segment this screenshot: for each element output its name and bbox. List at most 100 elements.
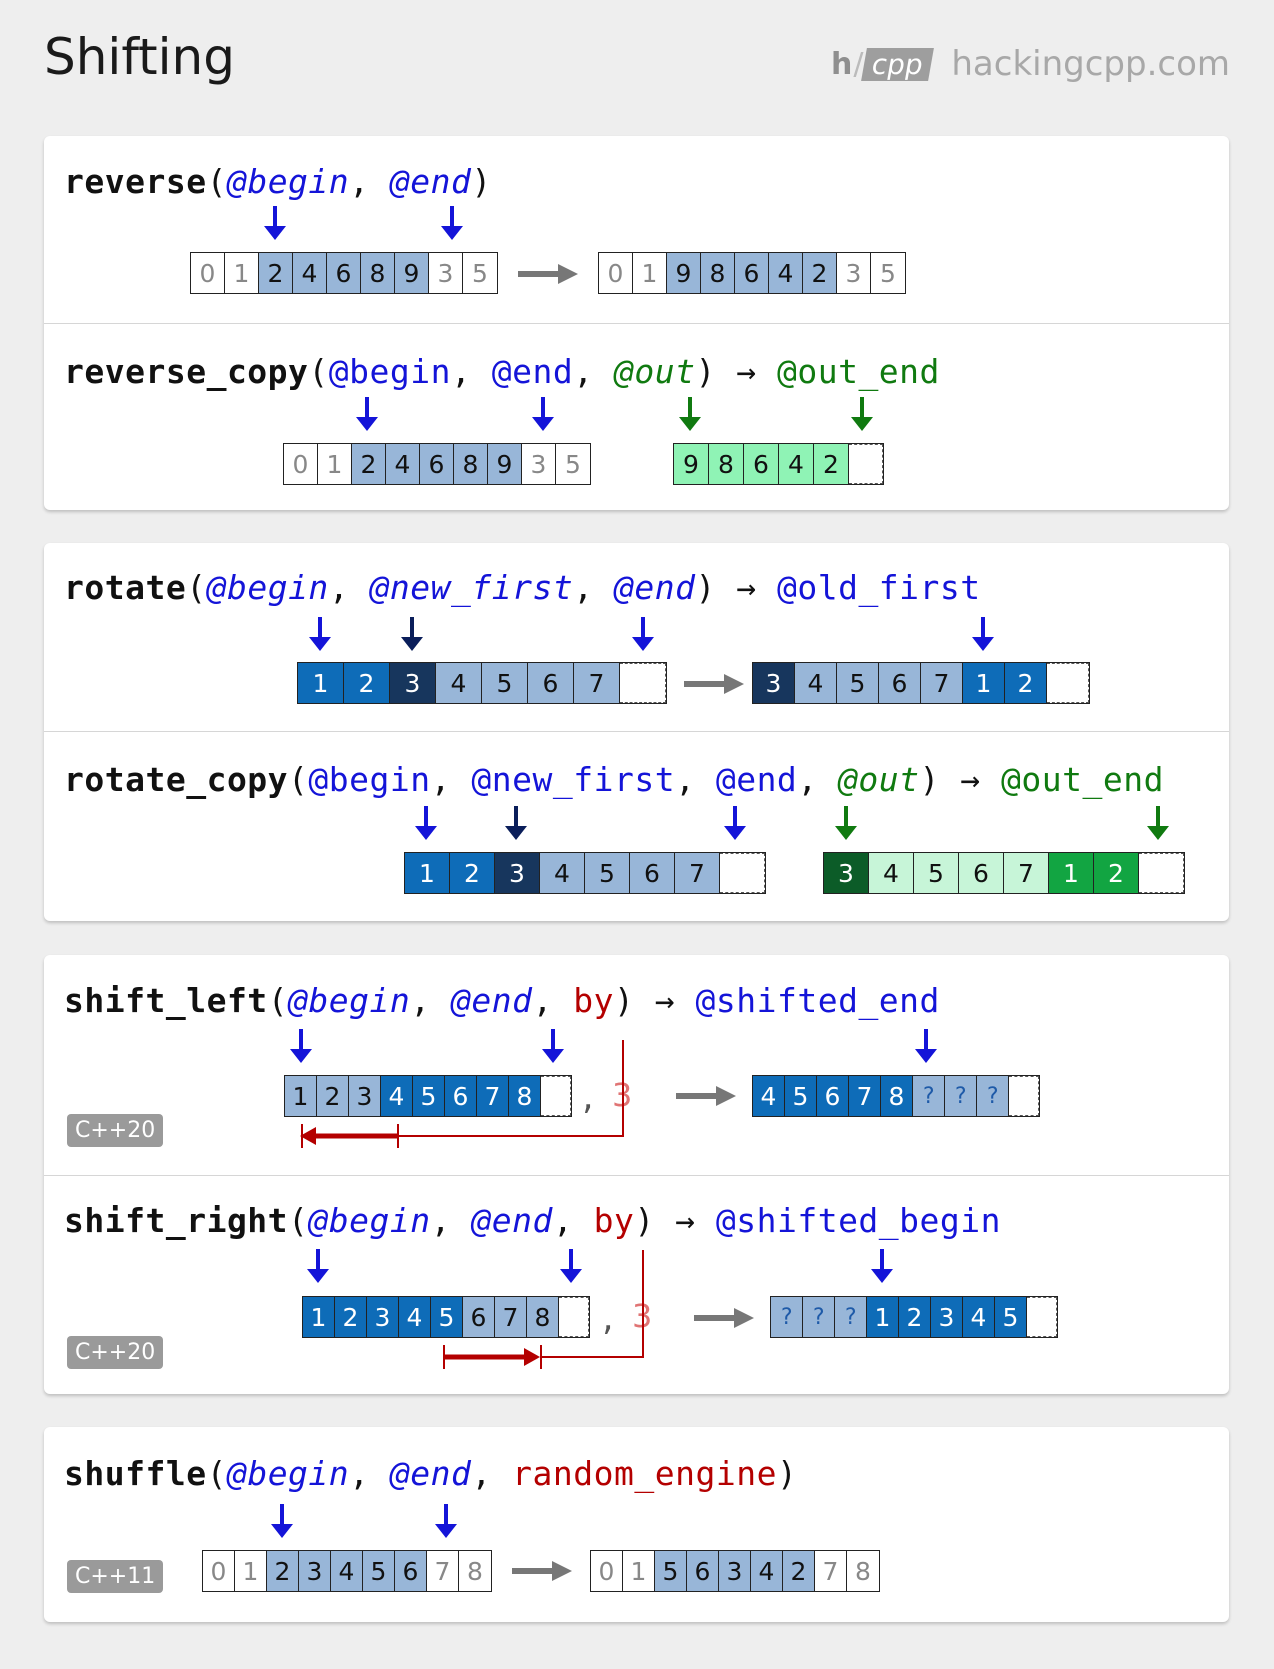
array-cell: 1 bbox=[867, 1297, 899, 1337]
array-cell: 3 bbox=[429, 253, 463, 293]
array-cell-end bbox=[541, 1076, 571, 1116]
array-cell: 8 bbox=[459, 1551, 491, 1591]
array-cell: ? bbox=[913, 1076, 945, 1116]
rotate-copy-signature: rotate_copy(@begin, @new_first, @end, @o… bbox=[64, 760, 1164, 799]
array-cell: 2 bbox=[352, 444, 386, 484]
array-cell: 6 bbox=[630, 853, 675, 893]
brand-logo: h/cpp bbox=[831, 47, 935, 82]
array-cell: 1 bbox=[1049, 853, 1094, 893]
function-name: rotate_copy bbox=[64, 760, 289, 799]
param-end: @end bbox=[389, 162, 472, 201]
array-cell: 0 bbox=[203, 1551, 235, 1591]
array-cell: 5 bbox=[837, 663, 879, 703]
array-cell: 3 bbox=[824, 853, 869, 893]
array-cell: 4 bbox=[399, 1297, 431, 1337]
array-cell: 8 bbox=[361, 253, 395, 293]
array-cell: 5 bbox=[995, 1297, 1027, 1337]
array-cell: 5 bbox=[482, 663, 528, 703]
array-cell: 4 bbox=[869, 853, 914, 893]
array-cell: 3 bbox=[495, 853, 540, 893]
array-cell: 3 bbox=[390, 663, 436, 703]
array-cell: 5 bbox=[363, 1551, 395, 1591]
array-cell: 2 bbox=[317, 1076, 349, 1116]
array-cell: 2 bbox=[899, 1297, 931, 1337]
param-begin: @begin bbox=[288, 981, 411, 1020]
array-cell-end bbox=[1009, 1076, 1039, 1116]
array-cell-end bbox=[559, 1297, 589, 1337]
array-cell: ? bbox=[945, 1076, 977, 1116]
array-cell: 5 bbox=[431, 1297, 463, 1337]
param-begin: @begin bbox=[226, 1454, 350, 1493]
array-cell: 4 bbox=[753, 1076, 785, 1116]
array-cell: 5 bbox=[914, 853, 959, 893]
param-out: @out bbox=[838, 760, 920, 799]
array-cell: 8 bbox=[701, 253, 735, 293]
param-begin: @begin bbox=[308, 1201, 431, 1240]
array-cell: 8 bbox=[881, 1076, 913, 1116]
brand-url[interactable]: hackingcpp.com bbox=[951, 44, 1230, 84]
shift-left-signature: shift_left(@begin, @end, by) → @shifted_… bbox=[64, 981, 940, 1020]
array-cell: 8 bbox=[454, 444, 488, 484]
array-cell: 1 bbox=[303, 1297, 335, 1337]
array-cell: ? bbox=[835, 1297, 867, 1337]
shift-right-signature: shift_right(@begin, @end, by) → @shifted… bbox=[64, 1201, 1002, 1240]
array-cell: 5 bbox=[413, 1076, 445, 1116]
array-cell: 7 bbox=[1004, 853, 1049, 893]
array-cell: 0 bbox=[591, 1551, 623, 1591]
function-name: shift_left bbox=[64, 981, 268, 1020]
array-cell: 6 bbox=[395, 1551, 427, 1591]
param-end: @end bbox=[451, 981, 533, 1020]
array-cell: 2 bbox=[259, 253, 293, 293]
array-cell: 5 bbox=[785, 1076, 817, 1116]
array-cell-end bbox=[849, 444, 883, 484]
param-out: @out bbox=[614, 352, 696, 391]
array-cell: 6 bbox=[528, 663, 574, 703]
separator bbox=[44, 323, 1229, 324]
array-cell: 6 bbox=[445, 1076, 477, 1116]
rotate-signature: rotate(@begin, @new_first, @end) → @old_… bbox=[64, 568, 981, 607]
separator bbox=[44, 731, 1229, 732]
cpp11-badge: C++11 bbox=[67, 1560, 164, 1593]
array-cell: 6 bbox=[327, 253, 361, 293]
reverse-copy-signature: reverse_copy(@begin, @end, @out) → @out_… bbox=[64, 352, 940, 391]
param-new-first: @new_first bbox=[471, 760, 676, 799]
function-name: reverse bbox=[64, 162, 207, 201]
array-cell: 2 bbox=[344, 663, 390, 703]
array-cell: 6 bbox=[879, 663, 921, 703]
array-cell: 7 bbox=[921, 663, 963, 703]
param-end: @end bbox=[614, 568, 696, 607]
array-cell: 5 bbox=[463, 253, 497, 293]
array-cell: 2 bbox=[1094, 853, 1139, 893]
function-name: rotate bbox=[64, 568, 187, 607]
array-cell: 3 bbox=[367, 1297, 399, 1337]
array-cell: 4 bbox=[386, 444, 420, 484]
array-cell: 5 bbox=[655, 1551, 687, 1591]
param-by: by bbox=[573, 981, 615, 1020]
array-cell: 7 bbox=[574, 663, 620, 703]
array-cell: 1 bbox=[318, 444, 352, 484]
array-cell: ? bbox=[803, 1297, 835, 1337]
array-cell: 7 bbox=[675, 853, 720, 893]
array-cell: 6 bbox=[463, 1297, 495, 1337]
brand[interactable]: h/cpp hackingcpp.com bbox=[831, 44, 1230, 84]
array-cell-end bbox=[620, 663, 666, 703]
array-cell: 1 bbox=[633, 253, 667, 293]
array-cell-end bbox=[1139, 853, 1184, 893]
array-cell: 0 bbox=[191, 253, 225, 293]
array-cell: 6 bbox=[735, 253, 769, 293]
array-cell-end bbox=[720, 853, 765, 893]
array-cell: 7 bbox=[815, 1551, 847, 1591]
array-cell: 4 bbox=[331, 1551, 363, 1591]
page-title: Shifting bbox=[44, 28, 235, 86]
array-cell: 1 bbox=[298, 663, 344, 703]
array-cell: 5 bbox=[556, 444, 590, 484]
